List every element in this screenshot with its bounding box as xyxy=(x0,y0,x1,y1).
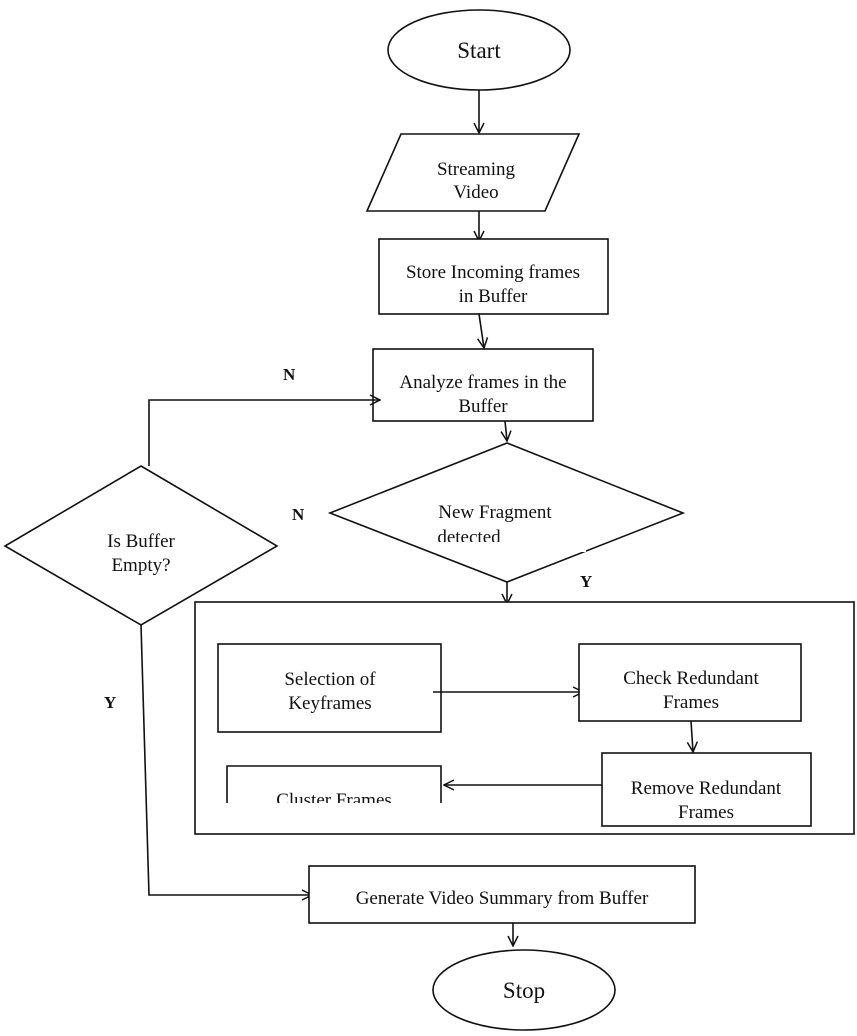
generate-summary-label: Generate Video Summary from Buffer xyxy=(356,888,649,909)
stop-label: Stop xyxy=(503,978,545,1003)
cluster-frames-label: Cluster Frames xyxy=(276,790,392,811)
arrow-analyze-to-fragment xyxy=(505,420,507,441)
remove-redundant-label-line1: Remove Redundant xyxy=(631,778,782,799)
generate-summary-node: Generate Video Summary from Buffer xyxy=(308,865,696,924)
arrow-check-to-remove xyxy=(691,720,693,752)
is-buffer-empty-label-line2: Empty? xyxy=(111,555,170,576)
new-fragment-label-line1: New Fragment xyxy=(438,502,552,523)
check-redundant-label-line1: Check Redundant xyxy=(623,668,759,689)
diamond-gap xyxy=(566,540,586,552)
is-buffer-empty-label-line1: Is Buffer xyxy=(107,531,175,552)
selection-keyframes-node: Selection of Keyframes xyxy=(217,643,442,733)
store-frames-node: Store Incoming frames in Buffer xyxy=(378,238,609,315)
new-fragment-label-line2: detected xyxy=(437,527,501,548)
analyze-frames-label-line1: Analyze frames in the xyxy=(399,372,566,393)
streaming-video-label-line1: Streaming xyxy=(437,159,516,180)
store-frames-label-line1: Store Incoming frames xyxy=(406,262,580,283)
streaming-video-label-line2: Video xyxy=(453,182,498,203)
remove-redundant-node: Remove Redundant Frames xyxy=(601,752,812,827)
cluster-frames-node: Cluster Frames xyxy=(226,765,442,811)
check-redundant-label-line2: Frames xyxy=(663,692,719,713)
label-buffer-no: N xyxy=(283,365,296,384)
streaming-video-node: Streaming Video xyxy=(365,133,581,212)
arrow-buffer-yes-to-generate xyxy=(140,624,312,895)
check-redundant-node: Check Redundant Frames xyxy=(578,643,802,722)
label-fragment-yes: Y xyxy=(580,572,592,591)
arrow-buffer-no-to-analyze xyxy=(148,400,380,466)
store-frames-label-line2: in Buffer xyxy=(459,286,528,307)
start-node: Start xyxy=(387,9,571,91)
arrow-store-to-analyze xyxy=(479,313,484,348)
new-fragment-decision: New Fragment detected xyxy=(327,442,686,583)
selection-keyframes-label-line1: Selection of xyxy=(284,669,376,690)
selection-keyframes-label-line2: Keyframes xyxy=(288,693,371,714)
label-fragment-no: N xyxy=(292,505,305,524)
is-buffer-empty-decision: Is Buffer Empty? xyxy=(3,465,279,626)
start-label: Start xyxy=(457,38,501,63)
analyze-frames-label-line2: Buffer xyxy=(458,396,508,417)
analyze-frames-node: Analyze frames in the Buffer xyxy=(372,348,594,422)
label-buffer-yes: Y xyxy=(104,693,116,712)
remove-redundant-label-line2: Frames xyxy=(678,802,734,823)
stop-node: Stop xyxy=(432,949,616,1031)
